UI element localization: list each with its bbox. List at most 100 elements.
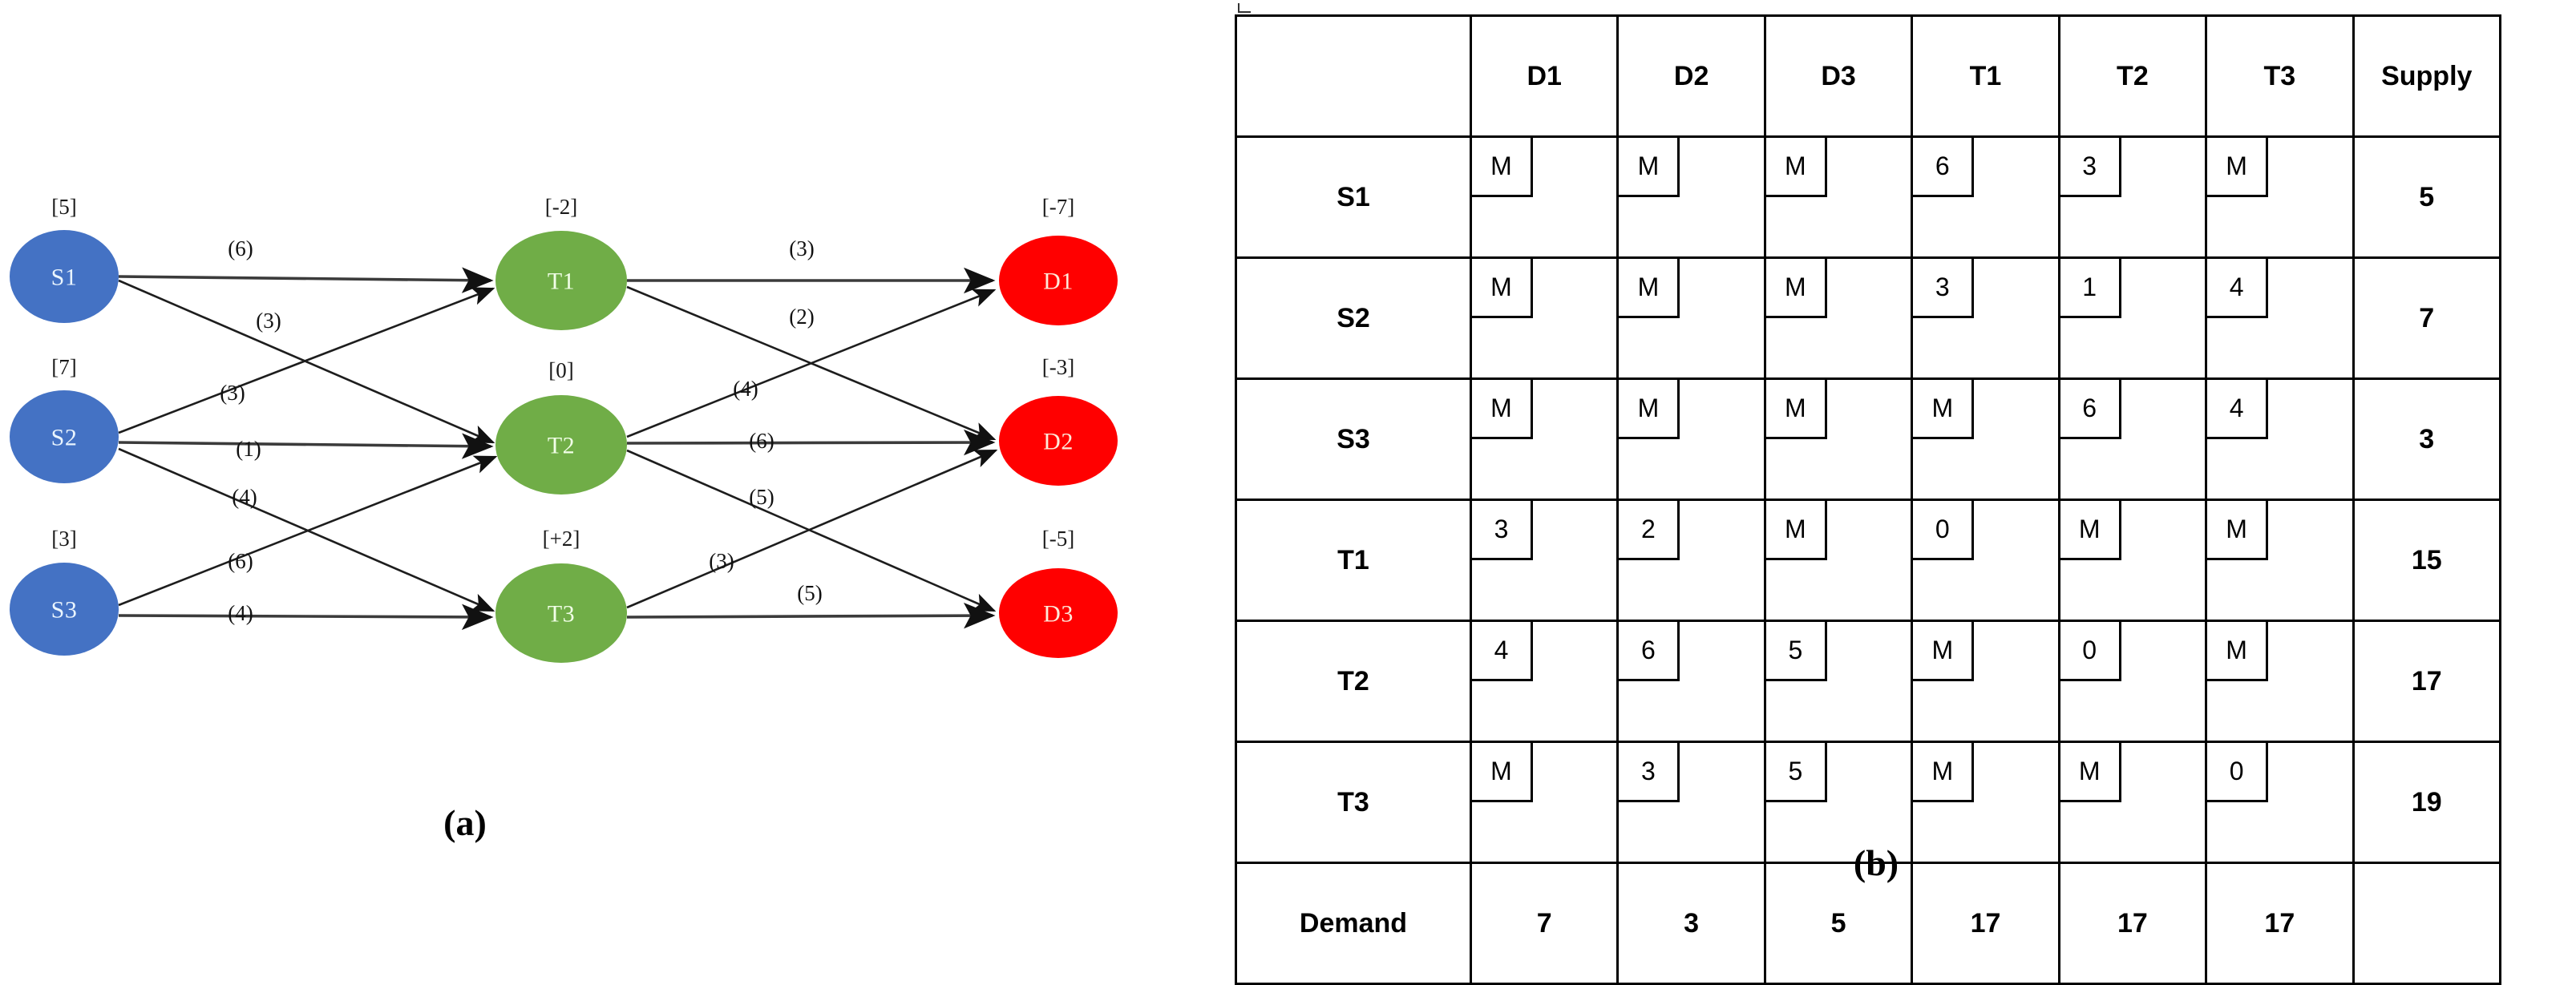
- cell-s3-d1[interactable]: M: [1469, 377, 1620, 501]
- cell-t2-t2[interactable]: 0: [2057, 620, 2208, 743]
- edge-t3-d3: [626, 602, 996, 629]
- col-header-t2: T2: [2057, 14, 2208, 138]
- cell-s2-d1[interactable]: M: [1469, 256, 1620, 380]
- cell-t1-d3[interactable]: M: [1763, 499, 1914, 622]
- cell-t1-d1[interactable]: 3: [1469, 499, 1620, 622]
- node-d2-bracket: [-3]: [1042, 355, 1074, 379]
- tableau-header-row: D1 D2 D3 T1 T2 T3 Supply: [1235, 14, 2502, 138]
- cell-t1-t3[interactable]: M: [2205, 499, 2355, 622]
- node-s1[interactable]: S1 [5]: [10, 195, 119, 323]
- cell-t3-t2[interactable]: M: [2057, 741, 2208, 864]
- cost-value-s1-d3: M: [1765, 138, 1827, 197]
- tableau-head: D1 D2 D3 T1 T2 T3 Supply: [1235, 14, 2502, 138]
- demand-supply-corner: [2352, 862, 2502, 985]
- cell-t2-d1[interactable]: 4: [1469, 620, 1620, 743]
- cell-s2-t2[interactable]: 1: [2057, 256, 2208, 380]
- cell-s2-t3[interactable]: 4: [2205, 256, 2355, 380]
- cost-value-t1-d2: 2: [1619, 501, 1680, 560]
- node-t2[interactable]: T2 [0]: [495, 358, 627, 495]
- cost-value-t2-t3: M: [2207, 622, 2269, 681]
- cost-value-s2-t2: 1: [2060, 259, 2121, 318]
- table-row: S2 M M M 3 1 4 7: [1235, 256, 2502, 380]
- cell-s3-d2[interactable]: M: [1616, 377, 1766, 501]
- node-d1[interactable]: D1 [-7]: [999, 195, 1118, 325]
- node-d3[interactable]: D3 [-5]: [999, 527, 1118, 658]
- cost-value-t2-t1: M: [1913, 622, 1975, 681]
- node-s2[interactable]: S2 [7]: [10, 355, 119, 483]
- edge-label-s3-t2: (6): [228, 549, 253, 573]
- transportation-tableau: D1 D2 D3 T1 T2 T3 Supply S1 M M: [1235, 14, 2502, 985]
- cell-t1-d2[interactable]: 2: [1616, 499, 1766, 622]
- edge-labels-layer: (6) (3) (3) (1) (4) (6) (4) (3) (2) (4) …: [220, 236, 822, 625]
- edge-t2-d1: [626, 289, 997, 438]
- caption-panel-b-text: (b): [1853, 842, 1899, 883]
- cell-t3-t3[interactable]: 0: [2205, 741, 2355, 864]
- node-d2-ellipse: [999, 396, 1118, 486]
- cost-value-t1-d3: M: [1765, 501, 1827, 560]
- cell-s1-t1[interactable]: 6: [1911, 135, 2060, 259]
- col-header-d1: D1: [1469, 14, 1620, 138]
- node-t3-ellipse: [495, 563, 627, 663]
- cost-value-s2-t1: 3: [1913, 259, 1975, 318]
- cell-s1-t3[interactable]: M: [2205, 135, 2355, 259]
- cell-t3-d2[interactable]: 3: [1616, 741, 1766, 864]
- row-header-demand: Demand: [1235, 862, 1472, 985]
- cost-value-t3-d3: 5: [1765, 743, 1827, 802]
- node-d3-bracket: [-5]: [1042, 527, 1074, 551]
- cell-t3-d3[interactable]: 5: [1763, 741, 1914, 864]
- node-s3[interactable]: S3 [3]: [10, 527, 119, 656]
- cell-t1-t2[interactable]: M: [2057, 499, 2208, 622]
- node-d1-bracket: [-7]: [1042, 195, 1074, 219]
- cost-value-s2-d1: M: [1472, 259, 1533, 318]
- cell-t1-t1[interactable]: 0: [1911, 499, 2060, 622]
- cost-value-t1-t3: M: [2207, 501, 2269, 560]
- cell-s3-t3[interactable]: 4: [2205, 377, 2355, 501]
- edge-label-t1-d1: (3): [789, 236, 814, 260]
- cell-t2-t1[interactable]: M: [1911, 620, 2060, 743]
- node-t1-bracket: [-2]: [545, 195, 577, 219]
- table-row: T3 M 3 5 M M 0 19: [1235, 741, 2502, 864]
- cost-value-s3-t2: 6: [2060, 380, 2121, 439]
- supply-value-t1: 15: [2352, 499, 2502, 622]
- cell-s2-d2[interactable]: M: [1616, 256, 1766, 380]
- cost-value-s2-d3: M: [1765, 259, 1827, 318]
- panel-b-tableau: D1 D2 D3 T1 T2 T3 Supply S1 M M: [1235, 0, 2576, 985]
- node-t2-bracket: [0]: [548, 358, 573, 382]
- cell-s1-d2[interactable]: M: [1616, 135, 1766, 259]
- cell-s1-d3[interactable]: M: [1763, 135, 1914, 259]
- supply-value-t2: 17: [2352, 620, 2502, 743]
- cell-t2-d2[interactable]: 6: [1616, 620, 1766, 743]
- cell-s1-d1[interactable]: M: [1469, 135, 1620, 259]
- cost-value-s1-d1: M: [1472, 138, 1533, 197]
- edge-t3-d2: [626, 449, 998, 609]
- cell-s3-t1[interactable]: M: [1911, 377, 2060, 501]
- node-d2[interactable]: D2 [-3]: [999, 355, 1118, 486]
- cost-value-t3-d2: 3: [1619, 743, 1680, 802]
- cost-value-t1-d1: 3: [1472, 501, 1533, 560]
- cell-s2-d3[interactable]: M: [1763, 256, 1914, 380]
- cell-s2-t1[interactable]: 3: [1911, 256, 2060, 380]
- cost-value-s1-t3: M: [2207, 138, 2269, 197]
- node-t3[interactable]: T3 [+2]: [495, 527, 627, 663]
- cell-s1-t2[interactable]: 3: [2057, 135, 2208, 259]
- cell-t2-d3[interactable]: 5: [1763, 620, 1914, 743]
- cost-value-t1-t1: 0: [1913, 501, 1975, 560]
- supply-value-s2: 7: [2352, 256, 2502, 380]
- node-t1[interactable]: T1 [-2]: [495, 195, 627, 330]
- table-row: T2 4 6 5 M 0 M 17: [1235, 620, 2502, 743]
- corner-crop-mark: [1238, 3, 1251, 13]
- cell-t3-d1[interactable]: M: [1469, 741, 1620, 864]
- caption-panel-a: (a): [345, 801, 585, 844]
- edge-s2-t2: [118, 433, 494, 459]
- node-d1-ellipse: [999, 236, 1118, 325]
- cost-value-s3-d2: M: [1619, 380, 1680, 439]
- edge-s2-t1: [118, 287, 495, 434]
- cell-s3-t2[interactable]: 6: [2057, 377, 2208, 501]
- tableau-body: S1 M M M 6 3 M 5 S2 M M M: [1235, 135, 2502, 985]
- row-header-t3: T3: [1235, 741, 1472, 864]
- cell-t2-t3[interactable]: M: [2205, 620, 2355, 743]
- cost-value-s1-t2: 3: [2060, 138, 2121, 197]
- cost-value-s1-t1: 6: [1913, 138, 1975, 197]
- cell-t3-t1[interactable]: M: [1911, 741, 2060, 864]
- cell-s3-d3[interactable]: M: [1763, 377, 1914, 501]
